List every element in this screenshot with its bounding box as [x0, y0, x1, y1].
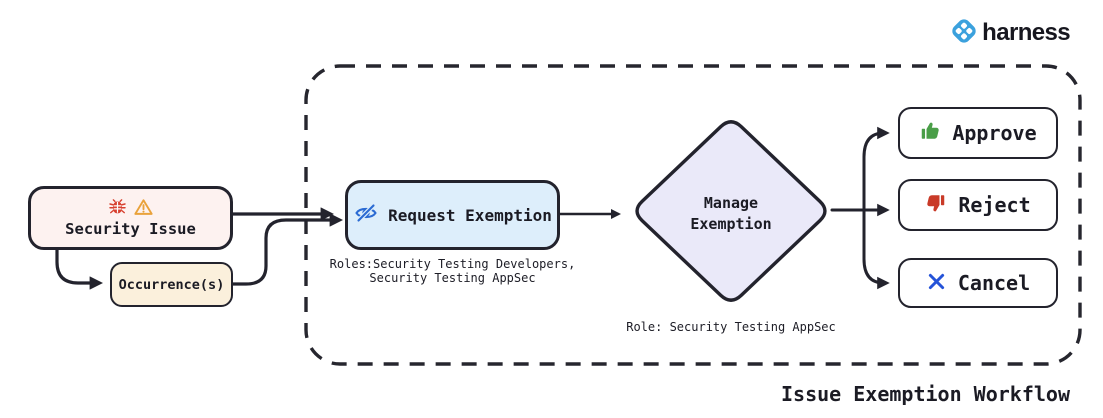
node-occurrences: Occurrence(s): [110, 262, 233, 307]
node-security-issue: Security Issue: [28, 186, 233, 250]
node-approve: Approve: [898, 107, 1058, 159]
cancel-label: Cancel: [957, 271, 1031, 295]
manage-exemption-line1: Manage: [703, 194, 759, 212]
eye-slash-icon: [353, 201, 379, 229]
x-icon: [926, 271, 947, 296]
roles-line1: Roles:Security Testing Developers,: [329, 257, 576, 271]
node-manage-exemption: Manage Exemption: [626, 114, 836, 314]
approve-label: Approve: [952, 121, 1037, 145]
request-exemption-label: Request Exemption: [388, 205, 552, 225]
node-cancel: Cancel: [898, 258, 1058, 308]
roles-line2: Security Testing AppSec: [369, 271, 536, 285]
brand-wordmark: harness: [982, 19, 1070, 46]
harness-logo-icon: [949, 16, 979, 50]
security-issue-label: Security Issue: [65, 219, 196, 238]
thumbs-down-icon: [925, 192, 947, 218]
reject-label: Reject: [958, 193, 1031, 217]
request-exemption-roles-caption: Roles:Security Testing Developers, Secur…: [322, 257, 583, 285]
security-issue-icons: [108, 198, 154, 220]
edge-branch-to-cancel: [862, 208, 890, 290]
bug-icon: [108, 198, 127, 220]
node-manage-exemption-shape: [635, 120, 827, 302]
edge-branch-to-approve: [862, 126, 890, 212]
workflow-title: Issue Exemption Workflow: [781, 382, 1070, 406]
manage-exemption-role-caption: Role: Security Testing AppSec: [626, 320, 836, 334]
edge-security-to-occurrences: [55, 247, 104, 290]
node-request-exemption: Request Exemption: [345, 180, 560, 250]
warning-icon: [133, 198, 154, 220]
brand: harness: [949, 16, 1071, 50]
thumbs-up-icon: [919, 120, 941, 146]
node-reject: Reject: [898, 179, 1058, 231]
occurrences-label: Occurrence(s): [118, 276, 225, 293]
manage-exemption-line2: Exemption: [690, 215, 772, 233]
